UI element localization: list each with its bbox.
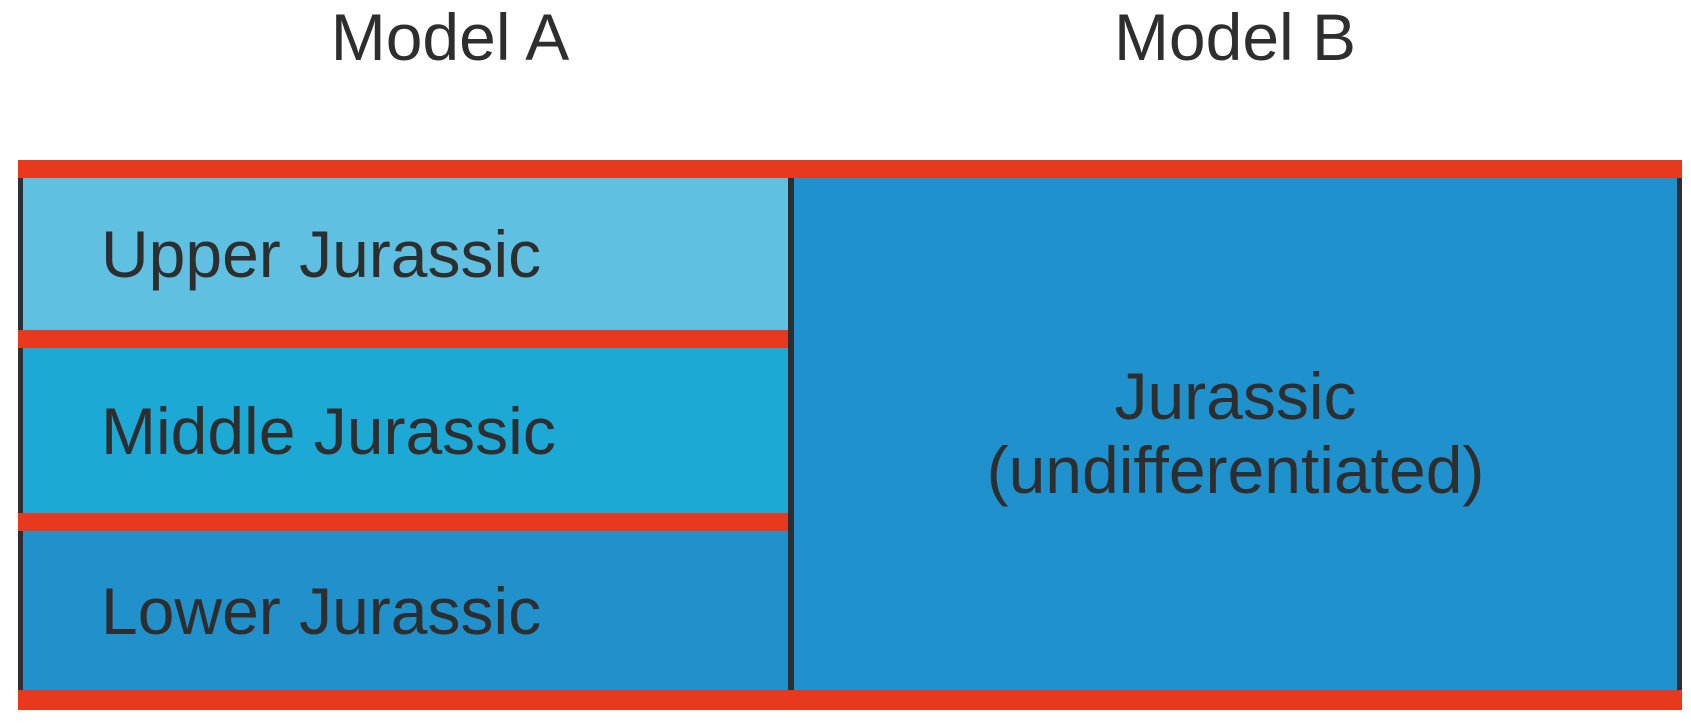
separator-band-middle-lower (18, 513, 788, 531)
unit-middle-jurassic[interactable]: Middle Jurassic (23, 348, 788, 513)
separator-band-top (18, 160, 1682, 178)
unit-label-lower-jurassic: Lower Jurassic (101, 573, 542, 648)
unit-label-middle-jurassic: Middle Jurassic (101, 393, 556, 468)
unit-lower-jurassic[interactable]: Lower Jurassic (23, 531, 788, 690)
column-header-model-a: Model A (330, 0, 570, 74)
column-header-model-b: Model B (1113, 0, 1357, 74)
unit-label-upper-jurassic: Upper Jurassic (101, 217, 542, 291)
separator-band-bottom (18, 690, 1682, 710)
column-model-a: Upper Jurassic Middle Jurassic Lower Jur… (18, 178, 788, 690)
unit-label-jurassic-line2: (undifferentiated) (986, 433, 1485, 507)
unit-upper-jurassic[interactable]: Upper Jurassic (23, 178, 788, 330)
unit-label-jurassic-line1: Jurassic (1114, 359, 1357, 434)
correlation-diagram: Upper Jurassic Middle Jurassic Lower Jur… (18, 148, 1682, 710)
separator-band-upper-middle (18, 330, 788, 348)
unit-jurassic-undifferentiated[interactable]: Jurassic (undifferentiated) (788, 178, 1682, 690)
